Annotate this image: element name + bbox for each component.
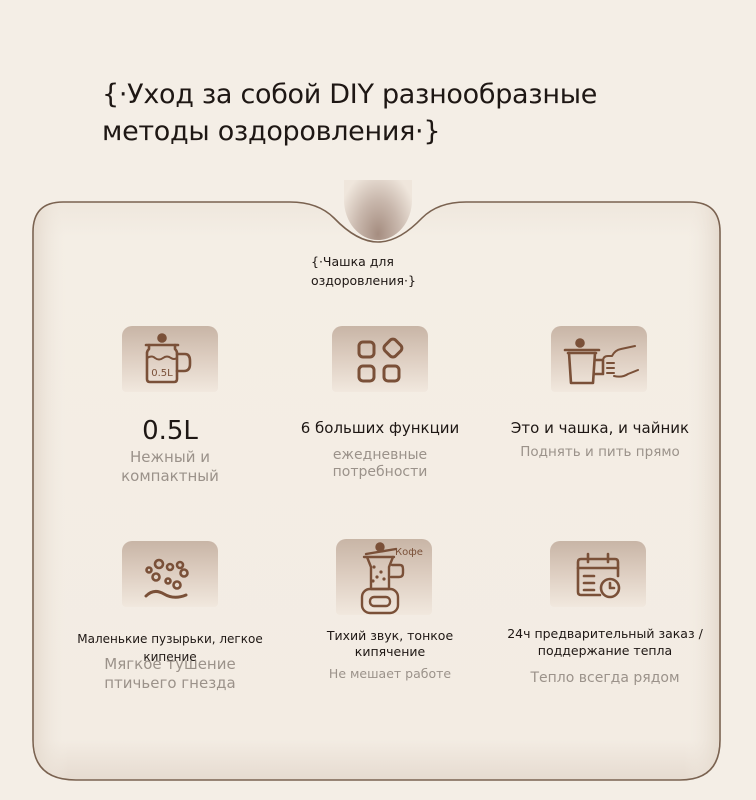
feature-title-line-1: Тихий звук, тонкое [326, 628, 454, 643]
coffee-kettle-on-base-icon: Кофе [360, 542, 423, 615]
panel-subtitle-line-2: оздоровления·} [311, 273, 416, 288]
feature-subtitle-line-1: Нежный и [130, 448, 210, 466]
feature-title-line-1: 24ч предварительный заказ / [507, 626, 703, 641]
calendar-clock-icon [576, 552, 621, 599]
feature-subtitle-line-1: Тепло всегда рядом [530, 670, 680, 686]
six-functions-grid-icon [357, 337, 404, 383]
coffee-label: Кофе [395, 547, 423, 558]
kettle-0.5l-icon: 0.5L [144, 333, 192, 384]
feature-six-functions: 6 больших функции ежедневные потребности [290, 326, 470, 486]
feature-icon-tile [550, 541, 646, 607]
bubbles-icon [144, 558, 189, 599]
feature-title: Это и чашка, и чайник [510, 419, 690, 437]
headline-line-1: {·Уход за собой DIY разнообразные [102, 79, 598, 110]
feature-subtitle-line-1: ежедневные [332, 447, 428, 463]
feature-title: Маленькие пузырьки, легкое кипение [77, 632, 263, 664]
panel-subtitle: {·Чашка для оздоровления·} [311, 252, 416, 290]
feature-subtitle-line-1: Не мешает работе [328, 666, 452, 681]
feature-icon-tile: Кофе [336, 539, 432, 615]
feature-title-line-2: кипячение [354, 644, 426, 659]
panel-subtitle-line-1: {·Чашка для [311, 254, 394, 269]
feature-icon-tile [551, 326, 647, 392]
feature-subtitle-line-1: Мягкое тушение [104, 655, 236, 673]
feature-subtitle-line-1: Поднять и пить прямо [520, 444, 680, 460]
feature-cup-and-kettle: Это и чашка, и чайник Поднять и пить пря… [490, 326, 710, 476]
feature-subtitle-line-2: потребности [332, 464, 428, 480]
feature-subtitle-line-2: компактный [121, 467, 219, 485]
feature-title: 6 больших функции [300, 419, 460, 437]
kettle-capacity-label: 0.5L [151, 368, 173, 379]
feature-title-line-2: поддержание тепла [537, 643, 673, 658]
feature-icon-tile [122, 541, 218, 607]
feature-subtitle-line-2: птичьего гнезда [104, 674, 236, 692]
feature-icon-tile [332, 326, 428, 392]
feature-capacity: 0.5L 0.5L Нежный и компактный [90, 326, 250, 486]
feature-24h-preset: 24ч предварительный заказ / поддержание … [490, 541, 720, 701]
hand-holding-cup-icon [563, 338, 639, 385]
feature-icon-tile: 0.5L [122, 326, 218, 392]
page-headline: {·Уход за собой DIY разнообразные методы… [102, 76, 702, 150]
feature-small-bubbles: Маленькие пузырьки, легкое кипение Мягко… [50, 541, 290, 701]
feature-quiet-boiling: Кофе Тихий звук, тонкое кипячение Не меш… [300, 539, 480, 689]
headline-line-2: методы оздоровления·} [102, 116, 441, 147]
feature-title: 0.5L [142, 416, 198, 446]
